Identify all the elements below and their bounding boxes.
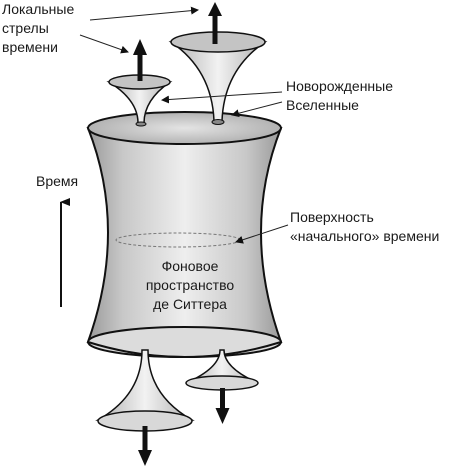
label-background-line2: пространство [146, 277, 235, 293]
label-local-arrows-line3: времени [2, 39, 58, 55]
leader-local-arrows-left [79, 34, 129, 54]
label-surface-line1: Поверхность [290, 209, 374, 225]
newborn-universe-funnel-left [106, 74, 173, 127]
time-arrow-down-left [138, 426, 152, 466]
leader-newborn-right [231, 101, 283, 118]
hyperboloid-bottom-edge [87, 341, 282, 358]
leader-local-arrows-right [89, 6, 199, 21]
label-surface-line2: «начального» времени [290, 228, 439, 244]
label-local-arrows-line1: Локальные [2, 1, 74, 17]
time-arrow-up-left [133, 39, 147, 81]
bottom-funnel-left [95, 349, 195, 432]
time-arrow-up-right [208, 2, 222, 44]
leader-initial-surface [235, 224, 289, 244]
label-local-arrows-line2: стрелы [2, 20, 49, 36]
hyperboloid-bottom-rim [87, 326, 282, 358]
newborn-universe-funnel-right [168, 31, 268, 125]
hyperboloid-top-rim [87, 111, 282, 145]
label-newborn-line2: Вселенные [286, 97, 359, 113]
label-newborn-line1: Новорожденные [286, 78, 393, 94]
label-time: Время [36, 173, 78, 189]
label-background-line3: де Ситтера [153, 296, 227, 312]
leader-newborn-left [161, 91, 283, 104]
label-background-line1: Фоновое [162, 258, 219, 274]
time-arrow-down-right [215, 388, 230, 424]
